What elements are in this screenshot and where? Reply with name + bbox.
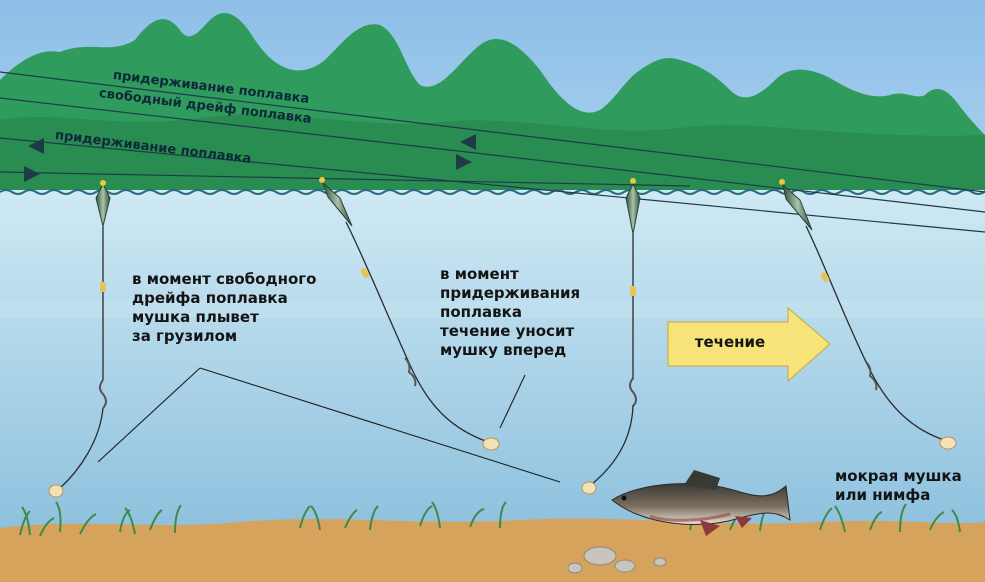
float-icon	[782, 183, 813, 231]
fly-icon	[581, 481, 597, 495]
float-rig-3	[581, 178, 641, 495]
arrow-right-icon	[24, 166, 40, 182]
water-streak	[0, 300, 985, 318]
pointer-lines	[97, 367, 561, 483]
sinker-icon	[360, 267, 370, 279]
fly-note: мокрая мушка или нимфа	[835, 467, 962, 504]
current-label: течение	[694, 333, 766, 351]
hold-note: в момент придерживания поплавка течение …	[440, 265, 581, 359]
arrow-right-icon	[456, 154, 472, 170]
float-rig-1	[48, 180, 111, 498]
current-arrow-icon	[667, 306, 831, 383]
bottom-drift-line	[0, 171, 691, 187]
float-icon	[322, 182, 353, 227]
water-streak	[0, 395, 985, 409]
pebbles	[567, 546, 667, 574]
fly-icon	[48, 484, 64, 498]
arrow-left-icon	[28, 138, 44, 154]
water	[0, 190, 985, 530]
sinker-icon	[820, 271, 830, 283]
free-drift-note: в момент свободного дрейфа поплавка мушк…	[132, 270, 317, 345]
hold-line-bottom	[0, 137, 985, 233]
river-bottom	[0, 518, 985, 582]
hold-line-top	[0, 71, 985, 193]
trout-icon	[611, 470, 791, 536]
motion-arrowheads	[24, 134, 476, 182]
float-rig-2	[319, 177, 500, 451]
sinker-icon	[630, 286, 636, 296]
motion-lines	[0, 71, 985, 233]
sinker-icon	[100, 282, 106, 292]
float-rig-4	[779, 179, 957, 450]
fly-icon	[939, 436, 957, 450]
arrow-left-icon	[460, 134, 476, 150]
water-surface	[0, 189, 985, 195]
free-drift-line	[0, 97, 985, 213]
fly-icon	[482, 437, 500, 451]
